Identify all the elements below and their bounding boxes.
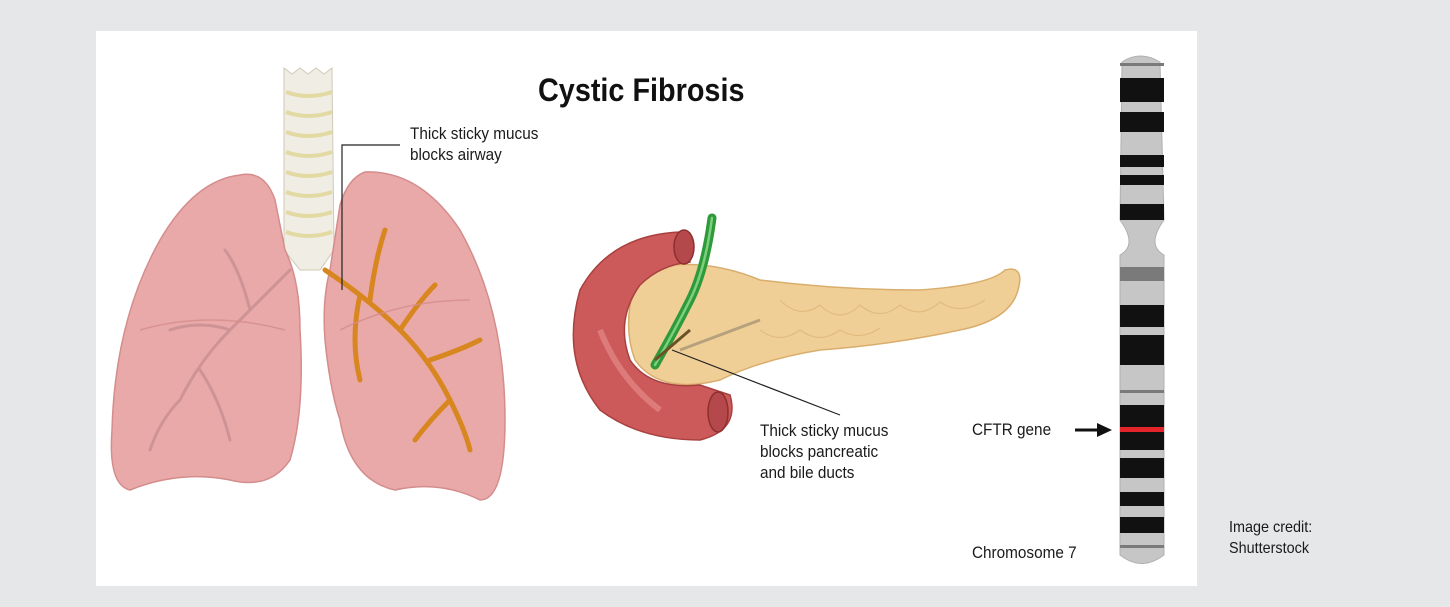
cftr-gene-text: CFTR gene (972, 419, 1051, 440)
cftr-gene-label: CFTR gene (972, 419, 1051, 440)
pancreas-callout-label: Thick sticky mucus blocks pancreatic and… (760, 420, 888, 483)
credit-line-2: Shutterstock (1229, 538, 1312, 559)
pancreas-callout-line-1: Thick sticky mucus (760, 420, 888, 441)
cftr-arrow (1075, 423, 1112, 437)
cftr-gene-marker (1120, 427, 1164, 432)
chromosome-name-text: Chromosome 7 (972, 542, 1077, 563)
pancreas-illustration (573, 218, 1019, 440)
pancreas-callout-line-2: blocks pancreatic (760, 441, 888, 462)
image-credit: Image credit: Shutterstock (1229, 517, 1312, 559)
pancreas (629, 264, 1020, 384)
lungs-callout-label: Thick sticky mucus blocks airway (410, 123, 538, 165)
credit-line-1: Image credit: (1229, 517, 1312, 538)
diagram-title: Cystic Fibrosis (538, 72, 744, 109)
right-lung (324, 172, 505, 500)
lungs-callout-line-1: Thick sticky mucus (410, 123, 538, 144)
chromosome-label: Chromosome 7 (972, 542, 1077, 563)
chromosome-7 (1120, 56, 1164, 564)
lungs-callout-line-2: blocks airway (410, 144, 538, 165)
left-lung (111, 174, 301, 490)
pancreas-callout-line-3: and bile ducts (760, 462, 888, 483)
trachea (284, 68, 334, 270)
